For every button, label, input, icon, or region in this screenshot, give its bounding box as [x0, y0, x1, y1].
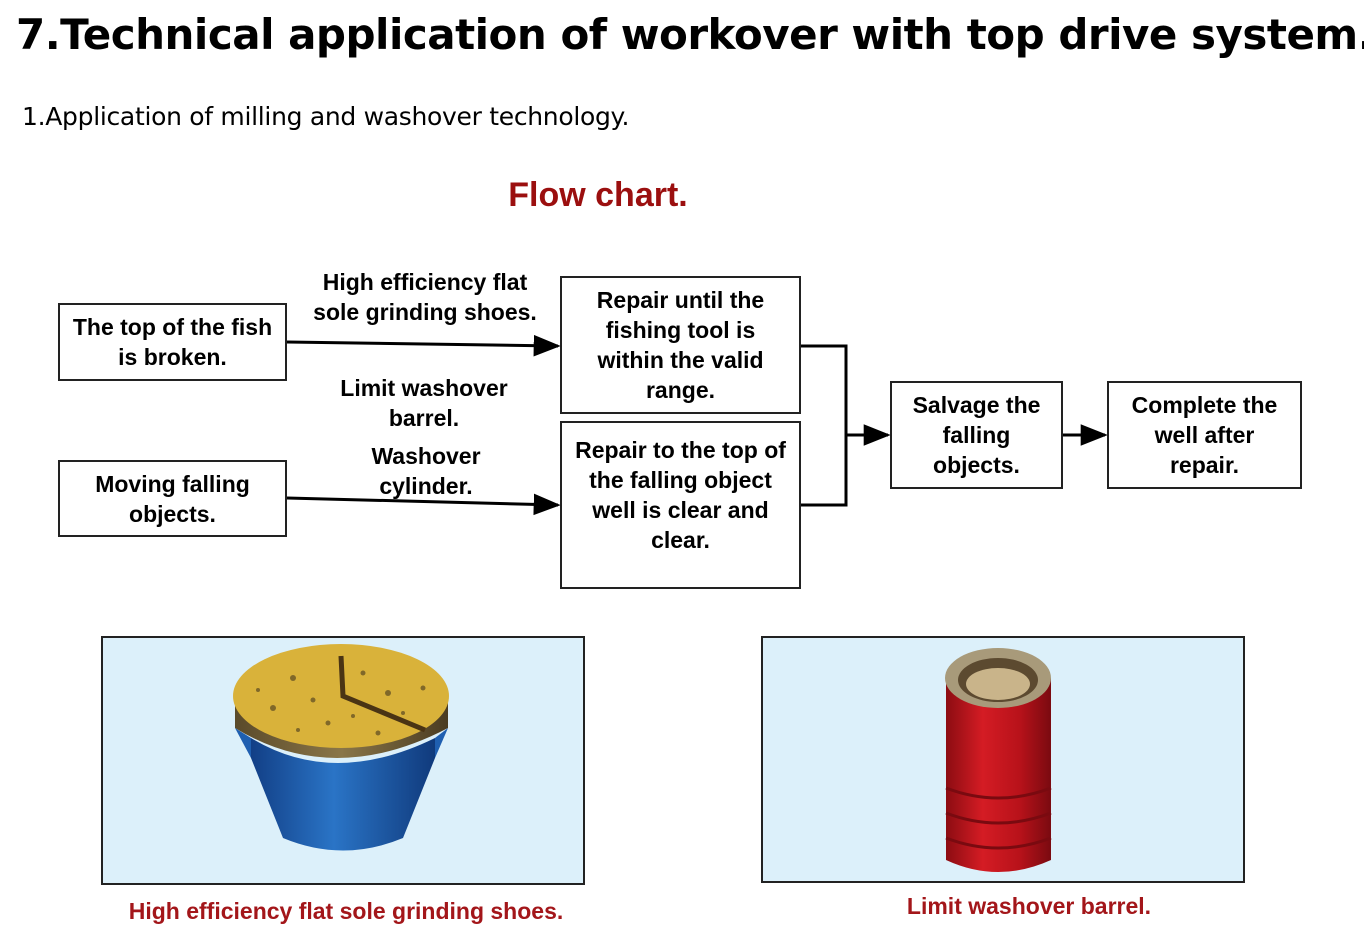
node-repair-top-clear: Repair to the top of the falling object …: [560, 421, 801, 589]
node-repair-fishing-tool: Repair until the fishing tool is within …: [560, 276, 801, 414]
arrow-fish-to-repair: [286, 334, 561, 357]
flowchart-title: Flow chart.: [508, 176, 688, 214]
edge-label-washover-cylinder: Washover cylinder.: [371, 443, 481, 499]
caption-washover-barrel: Limit washover barrel.: [906, 893, 1152, 919]
photo-grinding-shoe: [101, 636, 585, 885]
grinding-shoe-illustration: [233, 644, 449, 851]
caption-grinding-shoe: High efficiency flat sole grinding shoes…: [128, 898, 564, 924]
edge-label-grinding-shoes: High efficiency flat sole grinding shoes…: [313, 269, 537, 325]
node-fish-broken: The top of the fish is broken.: [58, 303, 287, 381]
washover-barrel-illustration: [945, 648, 1052, 872]
photo-washover-barrel: [761, 636, 1245, 883]
node-moving-objects: Moving falling objects.: [58, 460, 287, 537]
edge-label-limit-barrel: Limit washover barrel.: [340, 375, 508, 431]
merge-connector: [801, 344, 848, 507]
arrow-moving-to-repair: [286, 493, 561, 516]
node-salvage: Salvage the falling objects.: [890, 381, 1063, 489]
section-subtitle: 1.Application of milling and washover te…: [22, 102, 630, 131]
page-title: 7.Technical application of workover with…: [16, 10, 1364, 59]
node-complete: Complete the well after repair.: [1107, 381, 1302, 489]
